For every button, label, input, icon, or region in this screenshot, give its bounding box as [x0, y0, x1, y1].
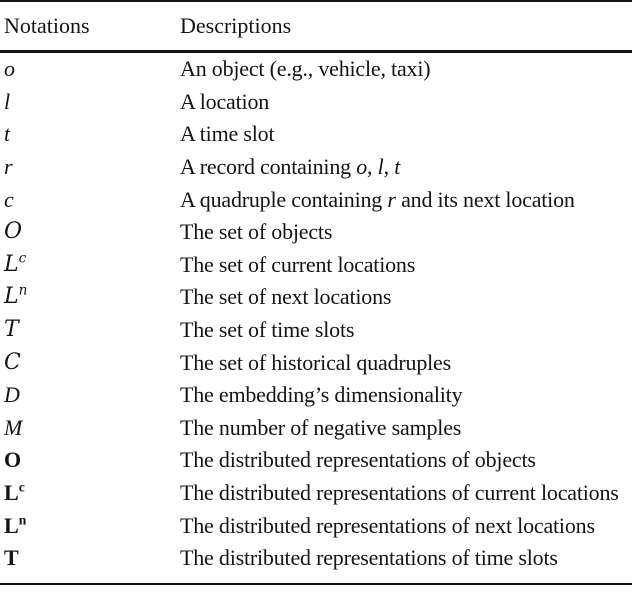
- notation-cell: C: [4, 349, 21, 375]
- table-row: D The embedding’s dimensionality: [0, 379, 632, 412]
- table-row: O The distributed representations of obje…: [0, 444, 632, 477]
- notation-cell: T: [4, 545, 19, 571]
- description-cell: The set of objects: [180, 219, 333, 245]
- notation-cell: O: [4, 447, 22, 473]
- table-row: O The set of objects: [0, 216, 632, 249]
- description-cell: The distributed representations of curre…: [180, 480, 619, 506]
- notation-cell: t: [4, 121, 11, 147]
- table-rule-header: [0, 50, 632, 53]
- description-cell: The distributed representations of next …: [180, 512, 595, 538]
- table-row: M The number of negative samples: [0, 412, 632, 445]
- description-cell: An object (e.g., vehicle, taxi): [180, 56, 431, 82]
- table-row: t A time slot: [0, 118, 632, 151]
- notation-cell: c: [4, 186, 14, 212]
- notation-cell: O: [4, 219, 23, 245]
- header-notations: Notations: [4, 13, 90, 38]
- notation-cell: o: [4, 56, 15, 82]
- table-header-row: Notations Descriptions: [0, 2, 632, 50]
- notation-cell: Ln: [4, 283, 28, 310]
- notation-superscript: n: [18, 283, 28, 300]
- notation-cell: Ln: [4, 512, 27, 538]
- description-cell: The set of historical quadruples: [180, 349, 451, 375]
- description-cell: A record containing o, l, t: [180, 154, 401, 180]
- table-rule-bottom: [0, 582, 632, 585]
- notation-cell: T: [4, 317, 19, 343]
- notation-cell: M: [4, 414, 23, 440]
- description-cell: A time slot: [180, 121, 275, 147]
- description-cell: A quadruple containing r and its next lo…: [180, 186, 575, 212]
- table-row: Lc The distributed representations of cur…: [0, 477, 632, 510]
- table-row: C The set of historical quadruples: [0, 346, 632, 379]
- table-row: r A record containing o, l, t: [0, 151, 632, 184]
- table-row: o An object (e.g., vehicle, taxi): [0, 53, 632, 86]
- notation-cell: l: [4, 88, 11, 114]
- table-row: c A quadruple containing r and its next l…: [0, 183, 632, 216]
- header-descriptions: Descriptions: [180, 13, 292, 38]
- notation-cell: D: [4, 382, 20, 408]
- description-cell: The embedding’s dimensionality: [180, 382, 463, 408]
- table-row: T The distributed representations of time…: [0, 542, 632, 575]
- notation-superscript: n: [18, 512, 27, 528]
- notation-cell: Lc: [4, 479, 25, 506]
- table-row: T The set of time slots: [0, 314, 632, 347]
- notation-superscript: c: [18, 479, 25, 495]
- description-cell: A location: [180, 88, 270, 114]
- table-row: l A location: [0, 86, 632, 119]
- table-body: o An object (e.g., vehicle, taxi) l A locat…: [0, 53, 632, 575]
- table-row: Lc The set of current locations: [0, 249, 632, 282]
- notation-cell: r: [4, 154, 13, 180]
- description-cell: The distributed representations of time …: [180, 545, 558, 571]
- description-cell: The distributed representations of objec…: [180, 447, 536, 473]
- description-cell: The set of current locations: [180, 251, 416, 277]
- description-cell: The set of next locations: [180, 284, 392, 310]
- description-cell: The set of time slots: [180, 317, 355, 343]
- table-row: Ln The distributed representations of nex…: [0, 509, 632, 542]
- table-row: Ln The set of next locations: [0, 281, 632, 314]
- table-rule-top: [0, 0, 632, 2]
- notation-superscript: c: [18, 250, 27, 267]
- description-cell: The number of negative samples: [180, 414, 462, 440]
- notation-cell: Lc: [4, 250, 27, 277]
